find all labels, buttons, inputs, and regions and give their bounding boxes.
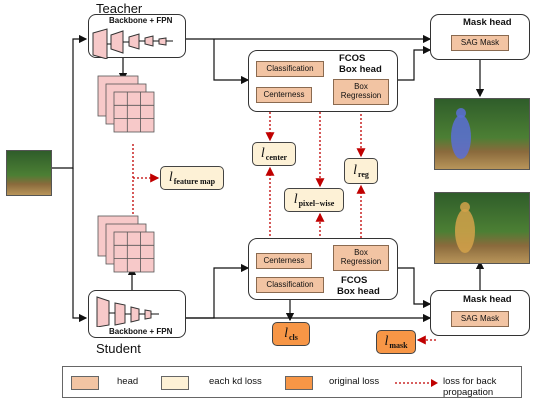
fcos-bottom-classification: Classification <box>256 277 324 293</box>
loss-mask-sub: mask <box>389 340 408 350</box>
student-backbone-box: Backbone + FPN <box>88 290 186 338</box>
student-output-image <box>434 192 530 264</box>
student-backbone-blocks <box>96 296 159 327</box>
teacher-mask-overlay <box>451 108 471 159</box>
fcos-bottom-centerness: Centerness <box>256 253 312 269</box>
teacher-label: Teacher <box>96 1 143 16</box>
student-label: Student <box>96 341 141 356</box>
legend-back-prop-arrow <box>395 379 438 387</box>
mask-head-bottom-title: Mask head <box>463 294 512 305</box>
student-mask-overlay <box>455 202 475 253</box>
fcos-top-centerness: Centerness <box>256 87 312 103</box>
fcos-top-box-regression: Box Regression <box>333 79 389 105</box>
legend-original-loss-label: original loss <box>329 376 380 387</box>
legend-original-loss-swatch <box>285 376 313 390</box>
legend-head-label: head <box>117 376 139 387</box>
teacher-backbone-blocks <box>92 28 173 59</box>
mask-head-bottom-sag-mask: SAG Mask <box>451 311 509 327</box>
loss-cls-sub: cls <box>289 332 298 342</box>
fcos-top-title-2: Box head <box>339 64 382 75</box>
loss-pixel-wise-sub: pixel−wise <box>298 198 335 208</box>
student-backbone-label: Backbone + FPN <box>109 327 173 336</box>
legend: head each kd loss original loss loss for… <box>62 366 522 398</box>
mask-head-bottom: Mask head SAG Mask <box>430 290 530 336</box>
teacher-output-image <box>434 98 530 170</box>
fcos-top-title-1: FCOS <box>339 53 366 64</box>
legend-head-swatch <box>71 376 99 390</box>
mask-head-top-sag-mask: SAG Mask <box>451 35 509 51</box>
mask-head-top-title: Mask head <box>463 17 512 28</box>
teacher-backbone-box: Backbone + FPN <box>88 14 186 59</box>
input-image <box>6 150 52 196</box>
fcos-bottom-title-1: FCOS <box>341 275 368 286</box>
fcos-box-head-top: Classification Centerness FCOS Box head … <box>248 50 398 112</box>
teacher-backbone-label: Backbone + FPN <box>109 16 173 25</box>
student-feature-map <box>97 215 155 273</box>
loss-center-sub: center <box>265 152 288 162</box>
mask-head-top: Mask head SAG Mask <box>430 14 530 60</box>
legend-kd-loss-label: each kd loss <box>209 376 262 387</box>
fcos-box-head-bottom: Centerness Box Regression Classification… <box>248 238 398 300</box>
legend-back-prop-label: loss for back propagation <box>443 376 497 398</box>
legend-kd-loss-swatch <box>161 376 189 390</box>
fcos-bottom-title-2: Box head <box>337 286 380 297</box>
fcos-top-classification: Classification <box>256 61 324 77</box>
loss-reg-sub: reg <box>357 169 369 179</box>
loss-feature-map-sub: feature map <box>173 176 216 186</box>
teacher-feature-map <box>97 75 155 133</box>
fcos-bottom-box-regression: Box Regression <box>333 245 389 271</box>
